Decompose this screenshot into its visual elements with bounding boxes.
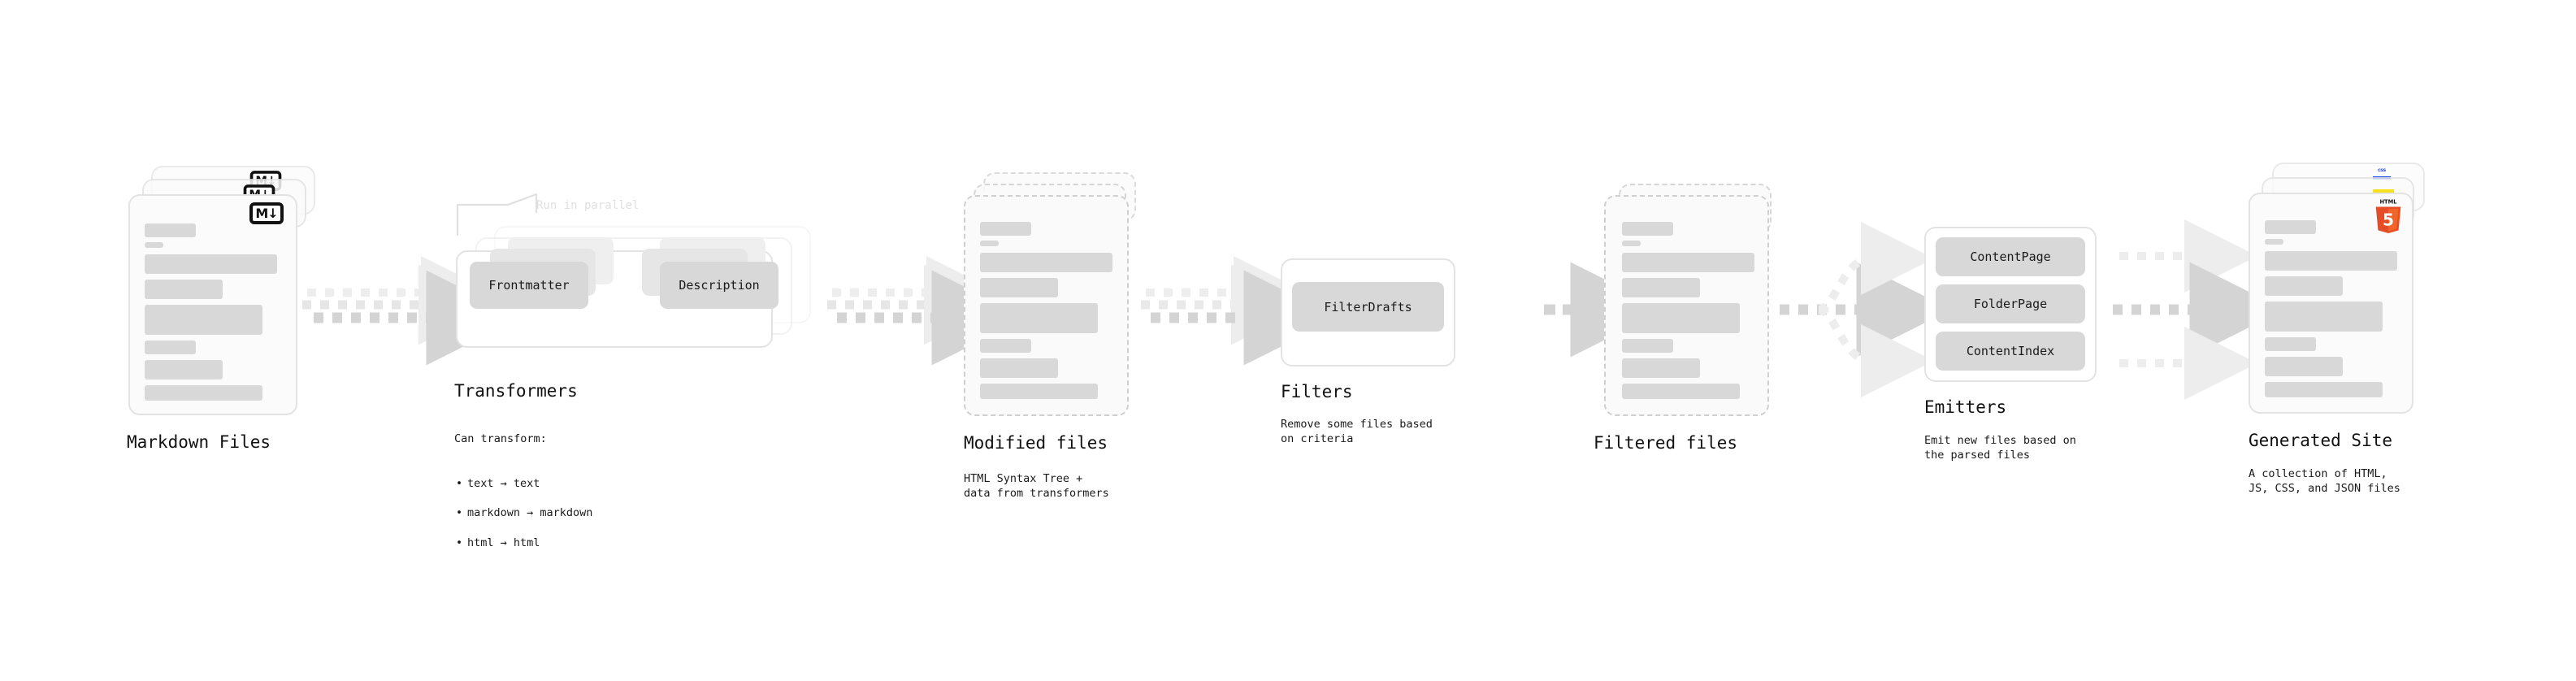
transform-item: markdown → markdown	[456, 505, 698, 520]
skeleton-line	[980, 384, 1098, 399]
transform-list: text → text markdown → markdown html → h…	[454, 462, 698, 566]
skeleton-line	[145, 385, 262, 401]
transform-item: html → html	[456, 536, 698, 550]
skeleton-line	[980, 278, 1058, 297]
svg-text:HTML: HTML	[2379, 199, 2397, 206]
skeleton-line	[145, 242, 163, 248]
stage-title-emitters: Emitters	[1924, 397, 2007, 417]
emitters-pill-contentindex[interactable]: ContentIndex	[1936, 332, 2085, 371]
skeleton-line	[980, 358, 1058, 378]
skeleton-line	[1622, 303, 1740, 333]
connector-modified-to-filters	[1141, 256, 1339, 366]
skeleton-line	[980, 339, 1031, 353]
skeleton-line	[980, 241, 999, 246]
stage-title-filtered-files: Filtered files	[1594, 433, 1738, 453]
skeleton-line	[980, 222, 1031, 236]
stage-desc-transformers: Can transform: text → text markdown → ma…	[454, 417, 698, 579]
skeleton-line	[980, 303, 1098, 333]
skeleton-line	[145, 223, 196, 237]
transformer-pill-frontmatter[interactable]: Frontmatter	[470, 262, 588, 309]
stage-desc-modified-files: HTML Syntax Tree + data from transformer…	[964, 472, 1109, 501]
connector-filtered-to-emitters	[1780, 222, 1952, 397]
run-in-parallel-label: Run in parallel	[536, 199, 640, 212]
skeleton-line	[1622, 339, 1673, 353]
transform-item: text → text	[456, 476, 698, 491]
skeleton-line	[145, 340, 196, 354]
skeleton-line	[1622, 358, 1700, 378]
stage-title-markdown-files: Markdown Files	[127, 432, 271, 452]
connector-transformers-to-modified	[827, 256, 1027, 366]
skeleton-line	[2265, 251, 2397, 271]
skeleton-line	[2265, 276, 2343, 296]
stage-title-generated-site: Generated Site	[2249, 431, 2393, 450]
emitters-pill-contentpage[interactable]: ContentPage	[1936, 237, 2085, 276]
skeleton-line	[1622, 278, 1700, 297]
stage-title-transformers: Transformers	[454, 381, 578, 401]
stage-title-filters: Filters	[1281, 382, 1353, 401]
stage-title-modified-files: Modified files	[964, 433, 1108, 453]
skeleton-line	[2265, 337, 2316, 351]
transform-lead: Can transform:	[454, 432, 547, 446]
stage-desc-generated-site: A collection of HTML, JS, CSS, and JSON …	[2249, 467, 2400, 496]
stage-desc-filters: Remove some files based on criteria	[1281, 418, 1433, 446]
markdown-icon: M↓	[249, 202, 284, 224]
emitters-pill-folderpage[interactable]: FolderPage	[1936, 284, 2085, 323]
skeleton-line	[2265, 357, 2343, 376]
connector-markdown-to-transformers	[302, 256, 522, 366]
skeleton-line	[1622, 253, 1754, 272]
skeleton-line	[2265, 301, 2383, 332]
skeleton-line	[145, 254, 277, 274]
skeleton-line	[2265, 382, 2383, 397]
filters-pill-filterdrafts[interactable]: FilterDrafts	[1292, 282, 1444, 332]
skeleton-line	[1622, 241, 1641, 246]
svg-text:5: 5	[2383, 210, 2394, 229]
skeleton-line	[980, 253, 1112, 272]
skeleton-line	[1622, 222, 1673, 236]
skeleton-line	[145, 305, 262, 335]
skeleton-line	[2265, 239, 2283, 245]
stage-desc-emitters: Emit new files based on the parsed files	[1924, 434, 2076, 462]
connector-emitters-to-site	[2113, 219, 2285, 400]
skeleton-line	[145, 280, 223, 299]
skeleton-line	[145, 360, 223, 380]
skeleton-line	[1622, 384, 1740, 399]
html5-icon: HTML 5	[2375, 199, 2401, 233]
transformer-pill-description[interactable]: Description	[660, 262, 778, 309]
skeleton-line	[2265, 220, 2316, 234]
